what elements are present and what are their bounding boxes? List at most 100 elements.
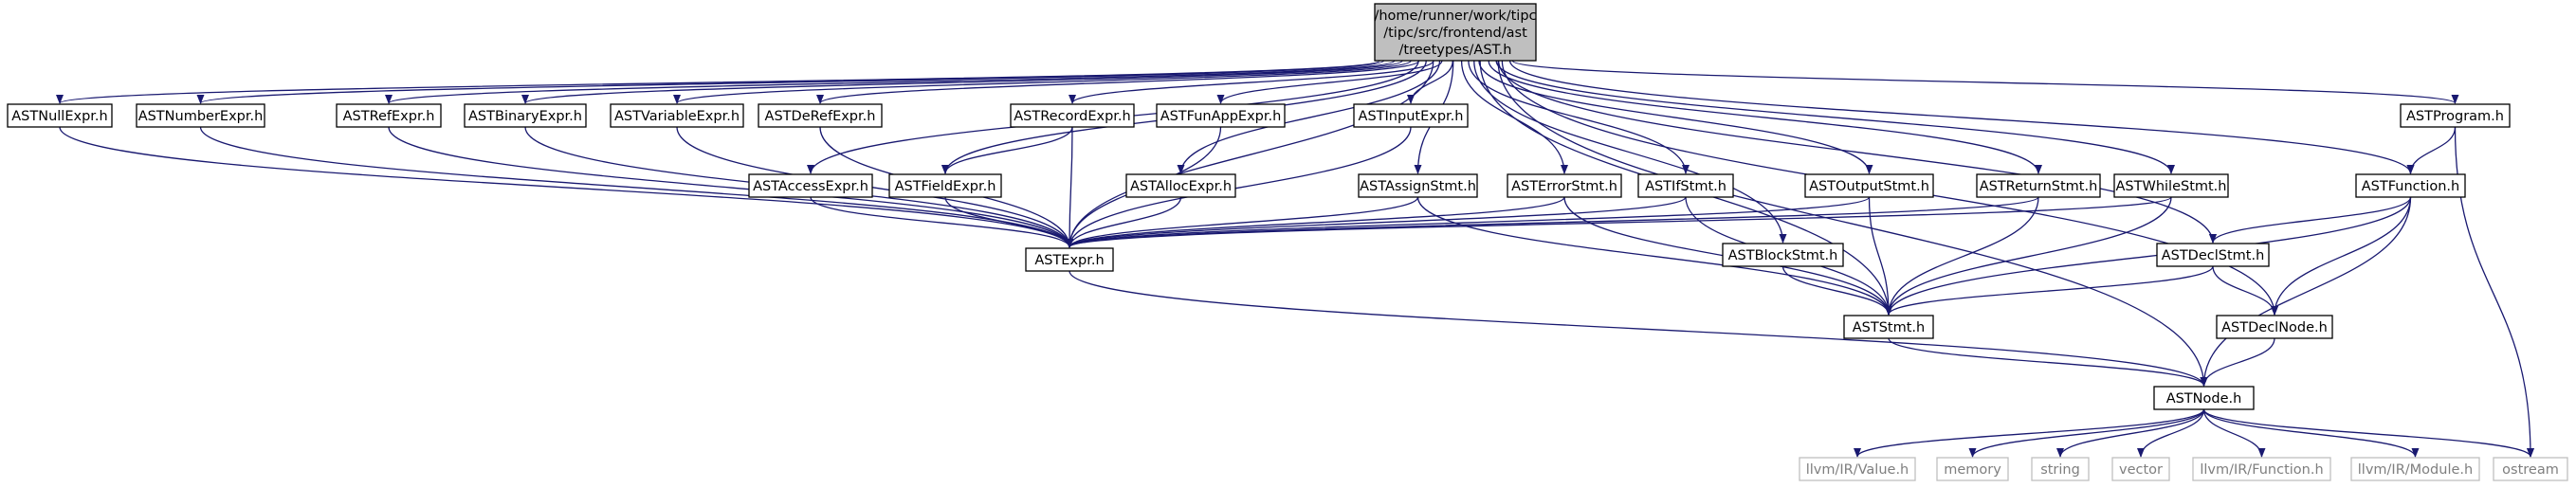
edge-ASTRecordExpr-to-ASTExpr <box>1066 126 1074 248</box>
edge-ASTAccessExpr-to-ASTExpr <box>810 196 1073 248</box>
node-ASTInputExpr[interactable]: ASTInputExpr.h <box>1353 103 1469 128</box>
edge-ASTFunction-to-ASTDeclStmt <box>2209 196 2412 244</box>
edge-ASTWhileStmt-to-ASTExpr <box>1066 196 2172 248</box>
node-ASTRefExpr[interactable]: ASTRefExpr.h <box>336 103 442 128</box>
node-box <box>1976 173 2101 198</box>
node-ASTStmt[interactable]: ASTStmt.h <box>1843 315 1934 339</box>
node-label: ASTAccessExpr.h <box>753 179 868 194</box>
node-ASTAccessExpr[interactable]: ASTAccessExpr.h <box>748 173 873 198</box>
edge-root-to-ASTOutputStmt <box>1478 60 1873 174</box>
node-box <box>748 173 873 198</box>
node-label: ASTReturnStmt.h <box>1980 179 2098 194</box>
node-ASTBlockStmt[interactable]: ASTBlockStmt.h <box>1722 243 1844 267</box>
node-ASTProgram[interactable]: ASTProgram.h <box>2400 103 2511 128</box>
node-ASTIfStmt[interactable]: ASTIfStmt.h <box>1637 173 1734 198</box>
node-label: ASTFunction.h <box>2362 179 2459 194</box>
node-ASTBinaryExpr[interactable]: ASTBinaryExpr.h <box>464 103 587 128</box>
edge-root-to-ASTNumberExpr <box>197 60 1385 104</box>
edge-root-to-ASTFunction <box>1508 60 2415 174</box>
edge-ASTNode-to-vector <box>2137 408 2205 458</box>
node-label: ASTRefExpr.h <box>343 109 435 124</box>
node-label: ASTFieldExpr.h <box>895 179 996 194</box>
node-label: ASTRecordExpr.h <box>1014 109 1130 124</box>
node-ASTFunAppExpr[interactable]: ASTFunAppExpr.h <box>1156 103 1286 128</box>
node-ASTDeRefExpr[interactable]: ASTDeRefExpr.h <box>758 103 883 128</box>
edge-ASTBlockStmt-to-ASTStmt <box>1781 265 1892 316</box>
node-ASTErrorStmt[interactable]: ASTErrorStmt.h <box>1507 173 1622 198</box>
node-ASTDeclNode[interactable]: ASTDeclNode.h <box>2216 315 2333 339</box>
node-ASTFunction[interactable]: ASTFunction.h <box>2355 173 2466 198</box>
node-label: ASTDeclStmt.h <box>2162 248 2265 263</box>
node-ASTRecordExpr[interactable]: ASTRecordExpr.h <box>1010 103 1135 128</box>
node-llvmFunction: llvm/IR/Function.h <box>2192 457 2331 481</box>
node-label: ASTBlockStmt.h <box>1728 248 1838 263</box>
node-label: vector <box>2119 462 2163 478</box>
edge-ASTVariableExpr-to-ASTExpr <box>676 126 1073 248</box>
node-ASTNullExpr[interactable]: ASTNullExpr.h <box>7 103 113 128</box>
node-ASTReturnStmt[interactable]: ASTReturnStmt.h <box>1976 173 2101 198</box>
node-label: llvm/IR/Module.h <box>2358 462 2473 478</box>
edge-ASTWhileStmt-to-ASTStmt <box>1885 196 2172 316</box>
edge-ASTProgram-to-ostream <box>2454 126 2534 458</box>
node-label: ASTExpr.h <box>1034 253 1104 268</box>
node-label: memory <box>1944 462 2001 478</box>
edge-ASTExpr-to-ASTNode <box>1069 270 2208 387</box>
node-root[interactable]: /home/runner/work/tipc/tipc/src/frontend… <box>1374 3 1537 62</box>
edge-ASTNullExpr-to-ASTExpr <box>59 126 1073 248</box>
node-box <box>2153 386 2255 410</box>
node-ASTAllocExpr[interactable]: ASTAllocExpr.h <box>1125 173 1236 198</box>
node-box <box>2113 173 2229 198</box>
edge-root-to-ASTNullExpr <box>56 60 1380 104</box>
node-ASTNode[interactable]: ASTNode.h <box>2153 386 2255 410</box>
node-label: ASTNumberExpr.h <box>138 109 264 124</box>
node-vector: vector <box>2111 457 2170 481</box>
edge-ASTReturnStmt-to-ASTExpr <box>1066 196 2039 248</box>
node-label: ASTStmt.h <box>1853 320 1925 335</box>
node-box <box>2400 103 2511 128</box>
node-box <box>2156 243 2270 267</box>
edge-ASTRefExpr-to-ASTExpr <box>388 126 1073 248</box>
edge-ASTAssignStmt-to-ASTExpr <box>1066 196 1419 248</box>
edge-ASTAllocExpr-to-ASTExpr <box>1066 196 1182 248</box>
node-box <box>2216 315 2333 339</box>
node-label: llvm/IR/Function.h <box>2200 462 2323 478</box>
node-ASTWhileStmt[interactable]: ASTWhileStmt.h <box>2113 173 2229 198</box>
edge-ASTDeclStmt-to-ASTDeclNode <box>2212 265 2278 316</box>
edge-root-to-ASTExpr <box>1066 60 1434 248</box>
edge-root-to-ASTBlockStmt <box>1473 60 1787 244</box>
node-box <box>2355 173 2466 198</box>
node-ASTFieldExpr[interactable]: ASTFieldExpr.h <box>888 173 1002 198</box>
edge-root-to-ASTDeclStmt <box>1498 60 2217 244</box>
node-label: ASTDeRefExpr.h <box>765 109 876 124</box>
node-box <box>1125 173 1236 198</box>
edge-root-to-ASTReturnStmt <box>1488 60 2042 174</box>
edge-ASTNode-to-memory <box>1968 408 2205 458</box>
node-label: llvm/IR/Value.h <box>1806 462 1909 478</box>
node-ASTVariableExpr[interactable]: ASTVariableExpr.h <box>610 103 744 128</box>
node-box <box>2493 457 2568 481</box>
node-label: ASTProgram.h <box>2406 109 2504 124</box>
node-llvmModule: llvm/IR/Module.h <box>2350 457 2480 481</box>
node-ASTOutputStmt[interactable]: ASTOutputStmt.h <box>1804 173 1934 198</box>
node-ASTExpr[interactable]: ASTExpr.h <box>1025 247 1114 272</box>
node-label: ASTNode.h <box>2166 391 2242 407</box>
node-ASTDeclStmt[interactable]: ASTDeclStmt.h <box>2156 243 2270 267</box>
edge-ASTFunction-to-ASTDeclNode <box>2271 196 2412 316</box>
node-ASTAssignStmt[interactable]: ASTAssignStmt.h <box>1358 173 1478 198</box>
node-llvmValue: llvm/IR/Value.h <box>1799 457 1916 481</box>
edge-ASTReturnStmt-to-ASTStmt <box>1885 196 2039 316</box>
node-box <box>2111 457 2170 481</box>
node-box <box>1358 173 1478 198</box>
node-label: /tipc/src/frontend/ast <box>1383 26 1527 41</box>
edge-ASTStmt-to-ASTNode <box>1888 337 2208 387</box>
node-box <box>1799 457 1916 481</box>
edge-ASTFunction-to-ASTStmt <box>1885 196 2412 316</box>
node-box <box>7 103 113 128</box>
node-box <box>1010 103 1135 128</box>
node-ostream: ostream <box>2493 457 2568 481</box>
node-box <box>2031 457 2090 481</box>
node-ASTNumberExpr[interactable]: ASTNumberExpr.h <box>136 103 265 128</box>
node-label: ostream <box>2502 462 2559 478</box>
edge-root-to-ASTInputExpr <box>1407 60 1453 104</box>
